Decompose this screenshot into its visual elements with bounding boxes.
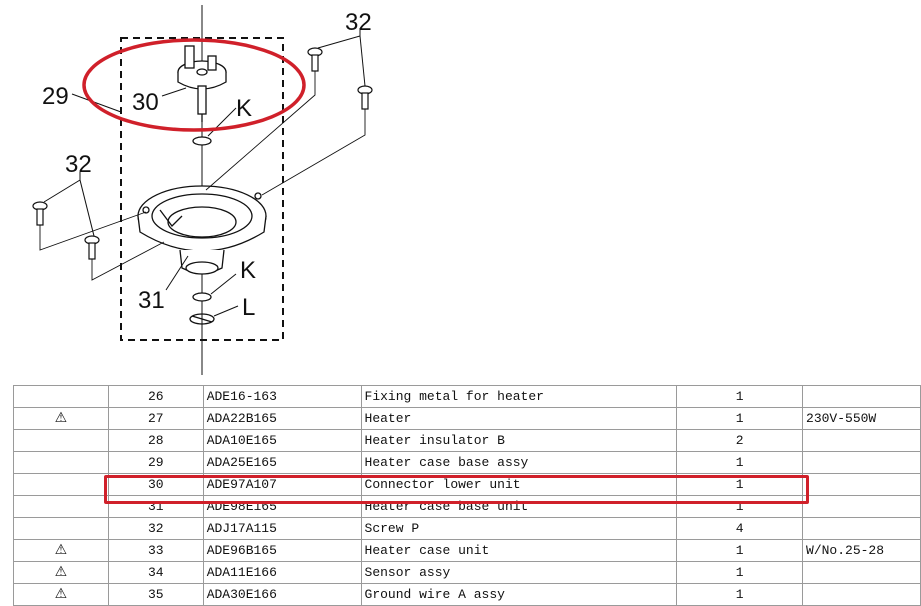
warning-cell bbox=[13, 517, 109, 540]
warning-cell bbox=[13, 473, 109, 496]
connector-lower-unit-part bbox=[177, 45, 227, 122]
part-name-cell: Ground wire A assy bbox=[360, 583, 678, 606]
quantity-cell: 4 bbox=[676, 517, 804, 540]
quantity-cell: 1 bbox=[676, 495, 804, 518]
part-code-cell: ADE96B165 bbox=[202, 539, 362, 562]
screw-top-right-b bbox=[357, 85, 373, 110]
quantity-cell: 2 bbox=[676, 429, 804, 452]
remarks-cell bbox=[802, 385, 921, 408]
quantity-cell: 1 bbox=[676, 539, 804, 562]
part-code-cell: ADA22B165 bbox=[202, 407, 362, 430]
remarks-cell bbox=[802, 429, 921, 452]
item-number-cell: 26 bbox=[107, 385, 204, 408]
remarks-cell bbox=[802, 495, 921, 518]
quantity-cell: 1 bbox=[676, 583, 804, 606]
warning-triangle-icon: ⚠ bbox=[54, 564, 68, 580]
gasket-k-bottom bbox=[192, 292, 212, 302]
part-code-cell: ADE16-163 bbox=[202, 385, 362, 408]
part-code-cell: ADE97A107 bbox=[202, 473, 362, 496]
part-name-cell: Heater case base unit bbox=[360, 495, 678, 518]
callout-k-top: K bbox=[236, 95, 252, 122]
item-number-cell: 27 bbox=[107, 407, 204, 430]
warning-cell bbox=[13, 385, 109, 408]
assembly-lines bbox=[39, 71, 366, 281]
warning-cell: ⚠ bbox=[13, 561, 109, 584]
quantity-cell: 1 bbox=[676, 385, 804, 408]
item-number-cell: 32 bbox=[107, 517, 204, 540]
part-code-cell: ADA25E165 bbox=[202, 451, 362, 474]
part-name-cell: Heater bbox=[360, 407, 678, 430]
callout-32-top: 32 bbox=[345, 9, 372, 36]
callout-30: 30 bbox=[132, 89, 159, 116]
heater-case-base-unit-part bbox=[137, 185, 267, 275]
screw-left-b bbox=[84, 235, 100, 260]
part-code-cell: ADE98E165 bbox=[202, 495, 362, 518]
remarks-cell bbox=[802, 517, 921, 540]
callout-32-left: 32 bbox=[65, 151, 92, 178]
remarks-cell bbox=[802, 561, 921, 584]
item-number-cell: 28 bbox=[107, 429, 204, 452]
gasket-k-top bbox=[192, 136, 212, 146]
item-number-cell: 33 bbox=[107, 539, 204, 562]
quantity-cell: 1 bbox=[676, 407, 804, 430]
remarks-cell bbox=[802, 473, 921, 496]
part-name-cell: Heater case base assy bbox=[360, 451, 678, 474]
warning-cell: ⚠ bbox=[13, 539, 109, 562]
item-number-cell: 30 bbox=[107, 473, 204, 496]
warning-cell bbox=[13, 429, 109, 452]
item-number-cell: 29 bbox=[107, 451, 204, 474]
callout-l: L bbox=[242, 294, 255, 321]
screw-left-a bbox=[32, 201, 48, 226]
exploded-parts-diagram: 32 32 29 30 31 K K L bbox=[32, 5, 373, 375]
remarks-cell bbox=[802, 451, 921, 474]
warning-cell bbox=[13, 495, 109, 518]
part-name-cell: Screw P bbox=[360, 517, 678, 540]
part-name-cell: Fixing metal for heater bbox=[360, 385, 678, 408]
part-name-cell: Sensor assy bbox=[360, 561, 678, 584]
warning-triangle-icon: ⚠ bbox=[54, 586, 68, 602]
remarks-cell bbox=[802, 583, 921, 606]
warning-cell: ⚠ bbox=[13, 407, 109, 430]
item-number-cell: 35 bbox=[107, 583, 204, 606]
part-name-cell: Connector lower unit bbox=[360, 473, 678, 496]
part-name-cell: Heater insulator B bbox=[360, 429, 678, 452]
part-code-cell: ADA11E166 bbox=[202, 561, 362, 584]
part-code-cell: ADA10E165 bbox=[202, 429, 362, 452]
screw-top-right-a bbox=[307, 47, 323, 72]
warning-triangle-icon: ⚠ bbox=[54, 542, 68, 558]
warning-triangle-icon: ⚠ bbox=[54, 410, 68, 426]
part-30-highlight-ellipse bbox=[82, 38, 306, 132]
quantity-cell: 1 bbox=[676, 451, 804, 474]
quantity-cell: 1 bbox=[676, 561, 804, 584]
remarks-cell: 230V-550W bbox=[802, 407, 921, 430]
callout-29: 29 bbox=[42, 83, 69, 110]
quantity-cell: 1 bbox=[676, 473, 804, 496]
part-code-cell: ADJ17A115 bbox=[202, 517, 362, 540]
part-code-cell: ADA30E166 bbox=[202, 583, 362, 606]
callout-k-bottom: K bbox=[240, 257, 256, 284]
item-number-cell: 31 bbox=[107, 495, 204, 518]
leader-lines bbox=[43, 28, 366, 317]
warning-cell: ⚠ bbox=[13, 583, 109, 606]
warning-cell bbox=[13, 451, 109, 474]
item-number-cell: 34 bbox=[107, 561, 204, 584]
part-name-cell: Heater case unit bbox=[360, 539, 678, 562]
remarks-cell: W/No.25-28 bbox=[802, 539, 921, 562]
callout-31: 31 bbox=[138, 287, 165, 314]
retaining-ring-l bbox=[189, 313, 215, 325]
